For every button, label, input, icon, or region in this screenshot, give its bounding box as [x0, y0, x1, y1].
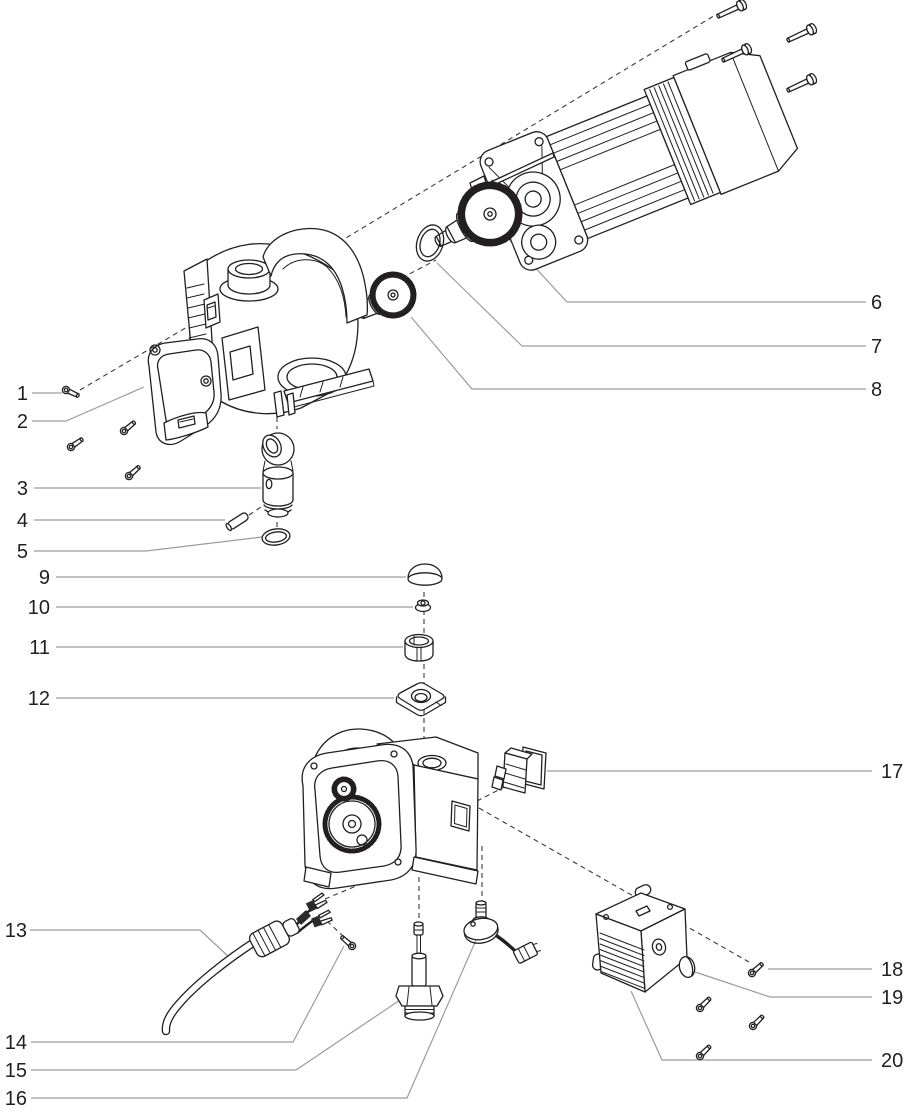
callout-18: 18 — [881, 959, 903, 981]
callout-10: 10 — [28, 597, 50, 619]
callout-20: 20 — [881, 1050, 903, 1072]
callout-19: 19 — [881, 987, 903, 1009]
o-ring — [261, 528, 291, 546]
callout-15: 15 — [5, 1060, 27, 1082]
packing-nut — [404, 633, 434, 662]
cover-screw — [60, 384, 82, 400]
outlet-valve-assembly — [261, 432, 295, 518]
mounting-screw — [694, 994, 714, 1014]
drive-gear-shaft — [434, 181, 523, 247]
power-cord — [161, 892, 334, 1036]
retainer-plate — [395, 682, 447, 717]
mounting-screw — [747, 1012, 767, 1032]
housing-screw — [118, 418, 138, 437]
callout-9: 9 — [39, 567, 50, 589]
callout-13: 13 — [5, 920, 27, 942]
callout-12: 12 — [28, 688, 50, 710]
callout-4: 4 — [17, 510, 28, 532]
thrust-washer — [415, 224, 445, 262]
callout-14: 14 — [5, 1032, 27, 1054]
power-switch — [491, 746, 547, 794]
dowel-pin — [225, 512, 249, 532]
sprayer-assembly — [183, 227, 375, 418]
pressure-control-assembly — [591, 884, 688, 993]
motor-screw — [714, 0, 749, 22]
callout-11: 11 — [29, 637, 50, 659]
pinion-gear — [356, 271, 417, 319]
housing-screw — [65, 435, 86, 453]
callout-7: 7 — [871, 336, 882, 358]
callout-labels: 1 2 3 4 5 6 7 8 9 10 11 12 13 14 15 16 1… — [5, 292, 904, 1110]
pressure-control-valve — [463, 900, 542, 964]
callout-17: 17 — [881, 761, 903, 783]
callout-6: 6 — [871, 292, 882, 314]
callout-5: 5 — [17, 541, 28, 563]
motor-screw — [784, 71, 819, 96]
screw-18 — [746, 960, 766, 979]
motor-screw — [784, 21, 819, 46]
housing-screw — [123, 463, 143, 482]
leader-lines — [30, 237, 872, 1099]
callout-3: 3 — [17, 478, 28, 500]
motor-assembly — [479, 51, 799, 271]
gearbox-housing — [301, 728, 479, 890]
callout-1: 1 — [17, 383, 28, 405]
mounting-screw — [694, 1042, 714, 1062]
transducer — [395, 921, 444, 1021]
packing — [414, 599, 432, 613]
plug-cap — [678, 956, 696, 978]
front-cover — [147, 338, 222, 446]
callout-8: 8 — [871, 379, 882, 401]
ground-screw — [338, 933, 358, 952]
callout-2: 2 — [17, 411, 28, 433]
cap — [407, 563, 443, 586]
callout-16: 16 — [5, 1088, 27, 1110]
